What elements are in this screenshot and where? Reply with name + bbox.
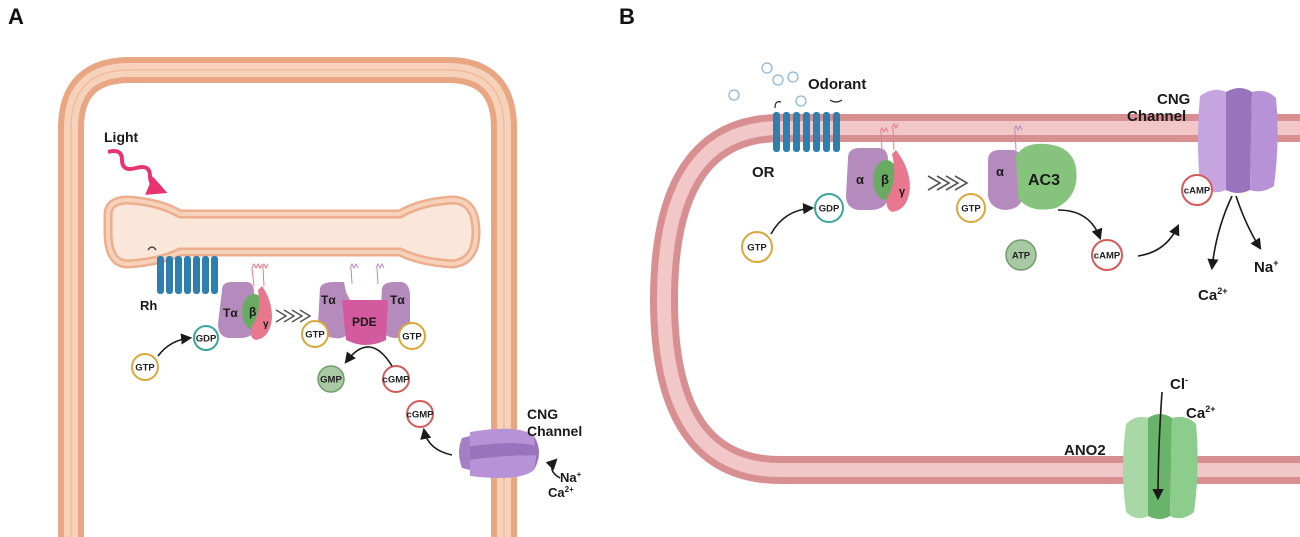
svg-text:cGMP: cGMP bbox=[407, 410, 435, 421]
cng-channel-b-line1: CNG bbox=[1157, 91, 1190, 108]
rod-plasma-membrane bbox=[58, 57, 517, 537]
odorant-bubble-icon bbox=[728, 62, 807, 107]
camp-channel-molecule: cAMP bbox=[1181, 174, 1213, 206]
alpha-label-ac: α bbox=[996, 164, 1004, 179]
svg-text:GMP: GMP bbox=[320, 375, 342, 386]
beta-label: β bbox=[249, 305, 256, 319]
rod-disc bbox=[103, 195, 481, 269]
gamma-label: γ bbox=[263, 319, 269, 330]
alpha-label-b: α bbox=[856, 172, 864, 187]
svg-text:GTP: GTP bbox=[402, 332, 422, 343]
channel-icon bbox=[459, 428, 539, 478]
pde-label: PDE bbox=[352, 315, 377, 329]
panel-a-label: A bbox=[8, 4, 24, 29]
na-ion-a: Na+ bbox=[560, 470, 582, 485]
gtp-ac-molecule: GTP bbox=[956, 193, 986, 223]
ca-ion-b: Ca2+ bbox=[1198, 286, 1227, 304]
ac3-reaction-arrow bbox=[1057, 209, 1103, 241]
ca-flux-arrow bbox=[1207, 195, 1233, 271]
receptor-helix-icon bbox=[147, 246, 218, 294]
gdp-molecule-b: GDP bbox=[814, 193, 844, 223]
panel-b-label: B bbox=[619, 4, 635, 29]
ac3-complex bbox=[988, 124, 1077, 210]
cgmp-to-channel-arrow bbox=[420, 427, 453, 456]
gtp-exchange-arrow-b bbox=[770, 203, 815, 235]
cng-channel-b bbox=[1198, 88, 1278, 193]
svg-text:GTP: GTP bbox=[747, 243, 767, 254]
pde-t-alpha-right: Tα bbox=[390, 293, 405, 307]
svg-text:cGMP: cGMP bbox=[383, 375, 411, 386]
t-alpha-label: Tα bbox=[223, 306, 238, 320]
cng-channel-a-line1: CNG bbox=[527, 406, 558, 422]
svg-text:cAMP: cAMP bbox=[1094, 251, 1121, 262]
svg-text:GTP: GTP bbox=[961, 204, 981, 215]
gdp-molecule: GDP bbox=[193, 325, 219, 351]
ca-ion-a: Ca2+ bbox=[548, 485, 574, 500]
gamma-label-b: γ bbox=[899, 186, 906, 198]
gtp-pde-right: GTP bbox=[398, 322, 426, 350]
ca-ion-ano2: Ca2+ bbox=[1186, 404, 1215, 422]
camp-to-channel-arrow bbox=[1137, 223, 1180, 257]
light-wave-arrow bbox=[107, 149, 168, 195]
na-flux-arrow bbox=[1235, 195, 1262, 250]
svg-text:GTP: GTP bbox=[135, 363, 155, 374]
ac3-label: AC3 bbox=[1028, 172, 1060, 189]
gtp-molecule: GTP bbox=[131, 353, 159, 381]
svg-text:GDP: GDP bbox=[196, 334, 217, 345]
svg-text:cAMP: cAMP bbox=[1184, 186, 1211, 197]
pde-reaction-arrow bbox=[344, 346, 393, 367]
reaction-arrow-icon bbox=[157, 333, 193, 357]
svg-text:GTP: GTP bbox=[305, 330, 325, 341]
gmp-molecule: GMP bbox=[317, 365, 345, 393]
odorant-label: Odorant bbox=[808, 76, 866, 93]
ano2-label: ANO2 bbox=[1064, 442, 1106, 459]
cng-channel-a-line2: Channel bbox=[527, 423, 582, 439]
or-label: OR bbox=[752, 164, 775, 181]
cng-channel-b-line2: Channel bbox=[1127, 108, 1186, 125]
svg-text:GDP: GDP bbox=[819, 204, 840, 215]
cgmp-channel-molecule: cGMP bbox=[406, 400, 435, 428]
ion-flux-arrow-a bbox=[545, 458, 561, 479]
cl-flux-arrow bbox=[1152, 391, 1164, 501]
pde-t-alpha-left: Tα bbox=[321, 293, 336, 307]
light-label: Light bbox=[104, 129, 139, 145]
cl-ion: Cl- bbox=[1170, 375, 1188, 393]
gtp-pde-left: GTP bbox=[301, 320, 329, 348]
gtp-molecule-b: GTP bbox=[741, 231, 773, 263]
atp-molecule: ATP bbox=[1005, 239, 1037, 271]
pde-complex bbox=[318, 262, 410, 345]
camp-molecule: cAMP bbox=[1091, 239, 1123, 271]
svg-text:ATP: ATP bbox=[1012, 251, 1031, 262]
cgmp-molecule: cGMP bbox=[382, 365, 411, 393]
g-olf-protein bbox=[846, 122, 910, 212]
or-receptor bbox=[773, 99, 843, 152]
beta-label-b: β bbox=[881, 172, 889, 187]
na-ion-b: Na+ bbox=[1254, 258, 1278, 276]
activation-chevrons bbox=[275, 309, 312, 323]
cilium-membrane bbox=[649, 114, 1300, 484]
transducin bbox=[218, 262, 272, 340]
rh-label: Rh bbox=[140, 298, 157, 313]
activation-chevrons-b bbox=[927, 175, 969, 191]
